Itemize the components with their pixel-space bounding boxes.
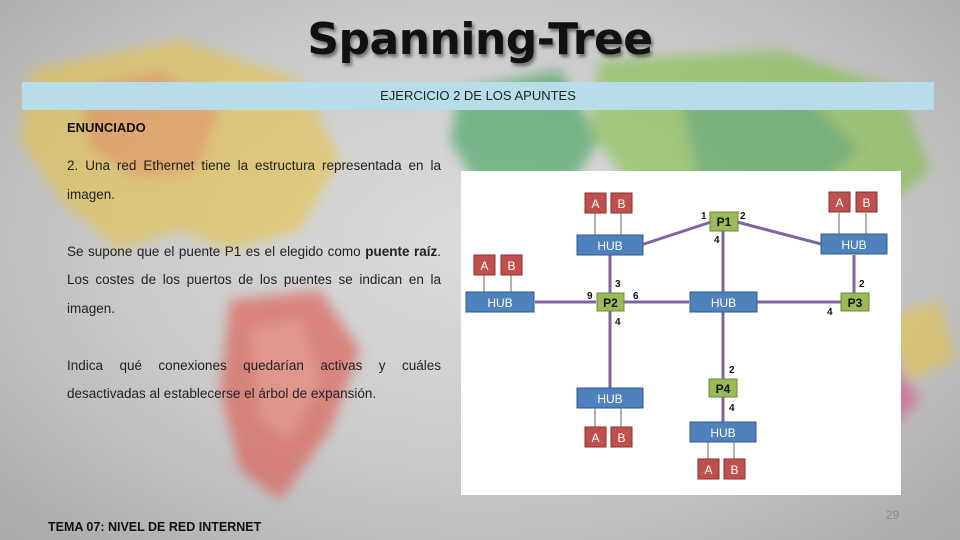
- statement-paragraph-3: Indica qué conexiones quedarían activas …: [67, 357, 441, 402]
- host-a-label: A: [704, 463, 712, 477]
- host-links: [483, 213, 867, 459]
- hub-bottom: HUB: [689, 421, 757, 443]
- hub-center: HUB: [689, 291, 758, 313]
- hub-left: HUB: [465, 291, 535, 313]
- cost-p2-top: 3: [615, 279, 621, 290]
- statement-paragraph-1: 2. Una red Ethernet tiene la estructura …: [67, 158, 441, 202]
- paragraph-2-start: Se supone que el puente P1 es el elegido…: [67, 243, 366, 259]
- hub-label: HUB: [597, 239, 622, 253]
- host-b-label: B: [507, 259, 515, 273]
- cost-p3-top: 2: [859, 279, 865, 290]
- hub-label: HUB: [841, 238, 866, 252]
- host-b-label: B: [862, 196, 870, 210]
- hosts-left: A B: [473, 254, 523, 276]
- exercise-banner: EJERCICIO 2 DE LOS APUNTES: [22, 82, 934, 110]
- statement-paragraph-2: Se supone que el puente P1 es el elegido…: [67, 238, 441, 324]
- cost-p1-right: 2: [740, 211, 746, 222]
- slide-title: Spanning-Tree: [307, 14, 653, 65]
- cost-p3-left: 4: [827, 307, 833, 318]
- network-diagram: A B A B A B A B A B: [461, 171, 901, 495]
- host-a-label: A: [591, 431, 599, 445]
- host-b-box: [610, 192, 633, 214]
- hosts-top-left: A B: [584, 192, 633, 214]
- host-b-box: [610, 426, 633, 448]
- bridge-p3: P3: [840, 292, 870, 312]
- bridge-p4-label: P4: [716, 382, 731, 396]
- hub-label: HUB: [487, 296, 512, 310]
- bridge-p3-label: P3: [848, 296, 863, 310]
- port-costs: 1 2 4 3 9 6 4 2 4 2 4: [587, 211, 865, 414]
- cost-p4-top: 2: [729, 365, 735, 376]
- paragraph-2-emphasis: puente raíz: [365, 243, 438, 259]
- host-a-label: A: [591, 197, 599, 211]
- host-a-box: [473, 254, 496, 276]
- network-diagram-svg: A B A B A B A B A B: [465, 191, 888, 480]
- cost-p2-left: 9: [587, 291, 593, 302]
- bridge-p1: P1: [709, 211, 739, 232]
- paragraph-2-end: . Los costes de los puertos de los puent…: [67, 243, 442, 316]
- bridge-p1-label: P1: [717, 215, 732, 229]
- host-a-label: A: [480, 259, 488, 273]
- host-b-box: [723, 458, 746, 480]
- host-b-label: B: [617, 197, 625, 211]
- statement-text: 2. Una red Ethernet tiene la estructura …: [67, 152, 441, 437]
- host-b-box: [500, 254, 523, 276]
- link-p1-hub-topright: [736, 220, 826, 247]
- host-b-label: B: [617, 431, 625, 445]
- cost-p2-right: 6: [633, 291, 639, 302]
- hub-top-right: HUB: [820, 233, 888, 255]
- cost-p4-bottom: 4: [729, 403, 735, 414]
- host-a-box: [584, 192, 607, 214]
- host-a-box: [697, 458, 720, 480]
- cost-p1-bottom: 4: [714, 235, 720, 246]
- link-hub-topleft-p1: [640, 220, 712, 247]
- hosts-top-right: A B: [828, 191, 878, 213]
- hosts-bottom: A B: [697, 458, 746, 480]
- host-b-box: [855, 191, 878, 213]
- page-number: 29: [886, 508, 900, 522]
- hosts-bottom-left: A B: [584, 426, 633, 448]
- host-a-box: [828, 191, 851, 213]
- footer-topic: TEMA 07: NIVEL DE RED INTERNET: [48, 520, 262, 534]
- host-b-label: B: [730, 463, 738, 477]
- host-a-label: A: [835, 196, 843, 210]
- hub-label: HUB: [711, 296, 736, 310]
- network-links: [535, 220, 856, 422]
- bridge-p2-label: P2: [603, 296, 618, 310]
- host-a-box: [584, 426, 607, 448]
- section-heading: ENUNCIADO: [67, 120, 146, 135]
- bridge-p4: P4: [708, 378, 738, 398]
- cost-p2-bottom: 4: [615, 317, 621, 328]
- hub-top-left: HUB: [576, 234, 644, 256]
- hub-label: HUB: [597, 392, 622, 406]
- hub-label: HUB: [710, 426, 735, 440]
- bridge-p2: P2: [596, 292, 625, 312]
- hub-bottom-left: HUB: [576, 387, 644, 409]
- cost-p1-left: 1: [701, 211, 707, 222]
